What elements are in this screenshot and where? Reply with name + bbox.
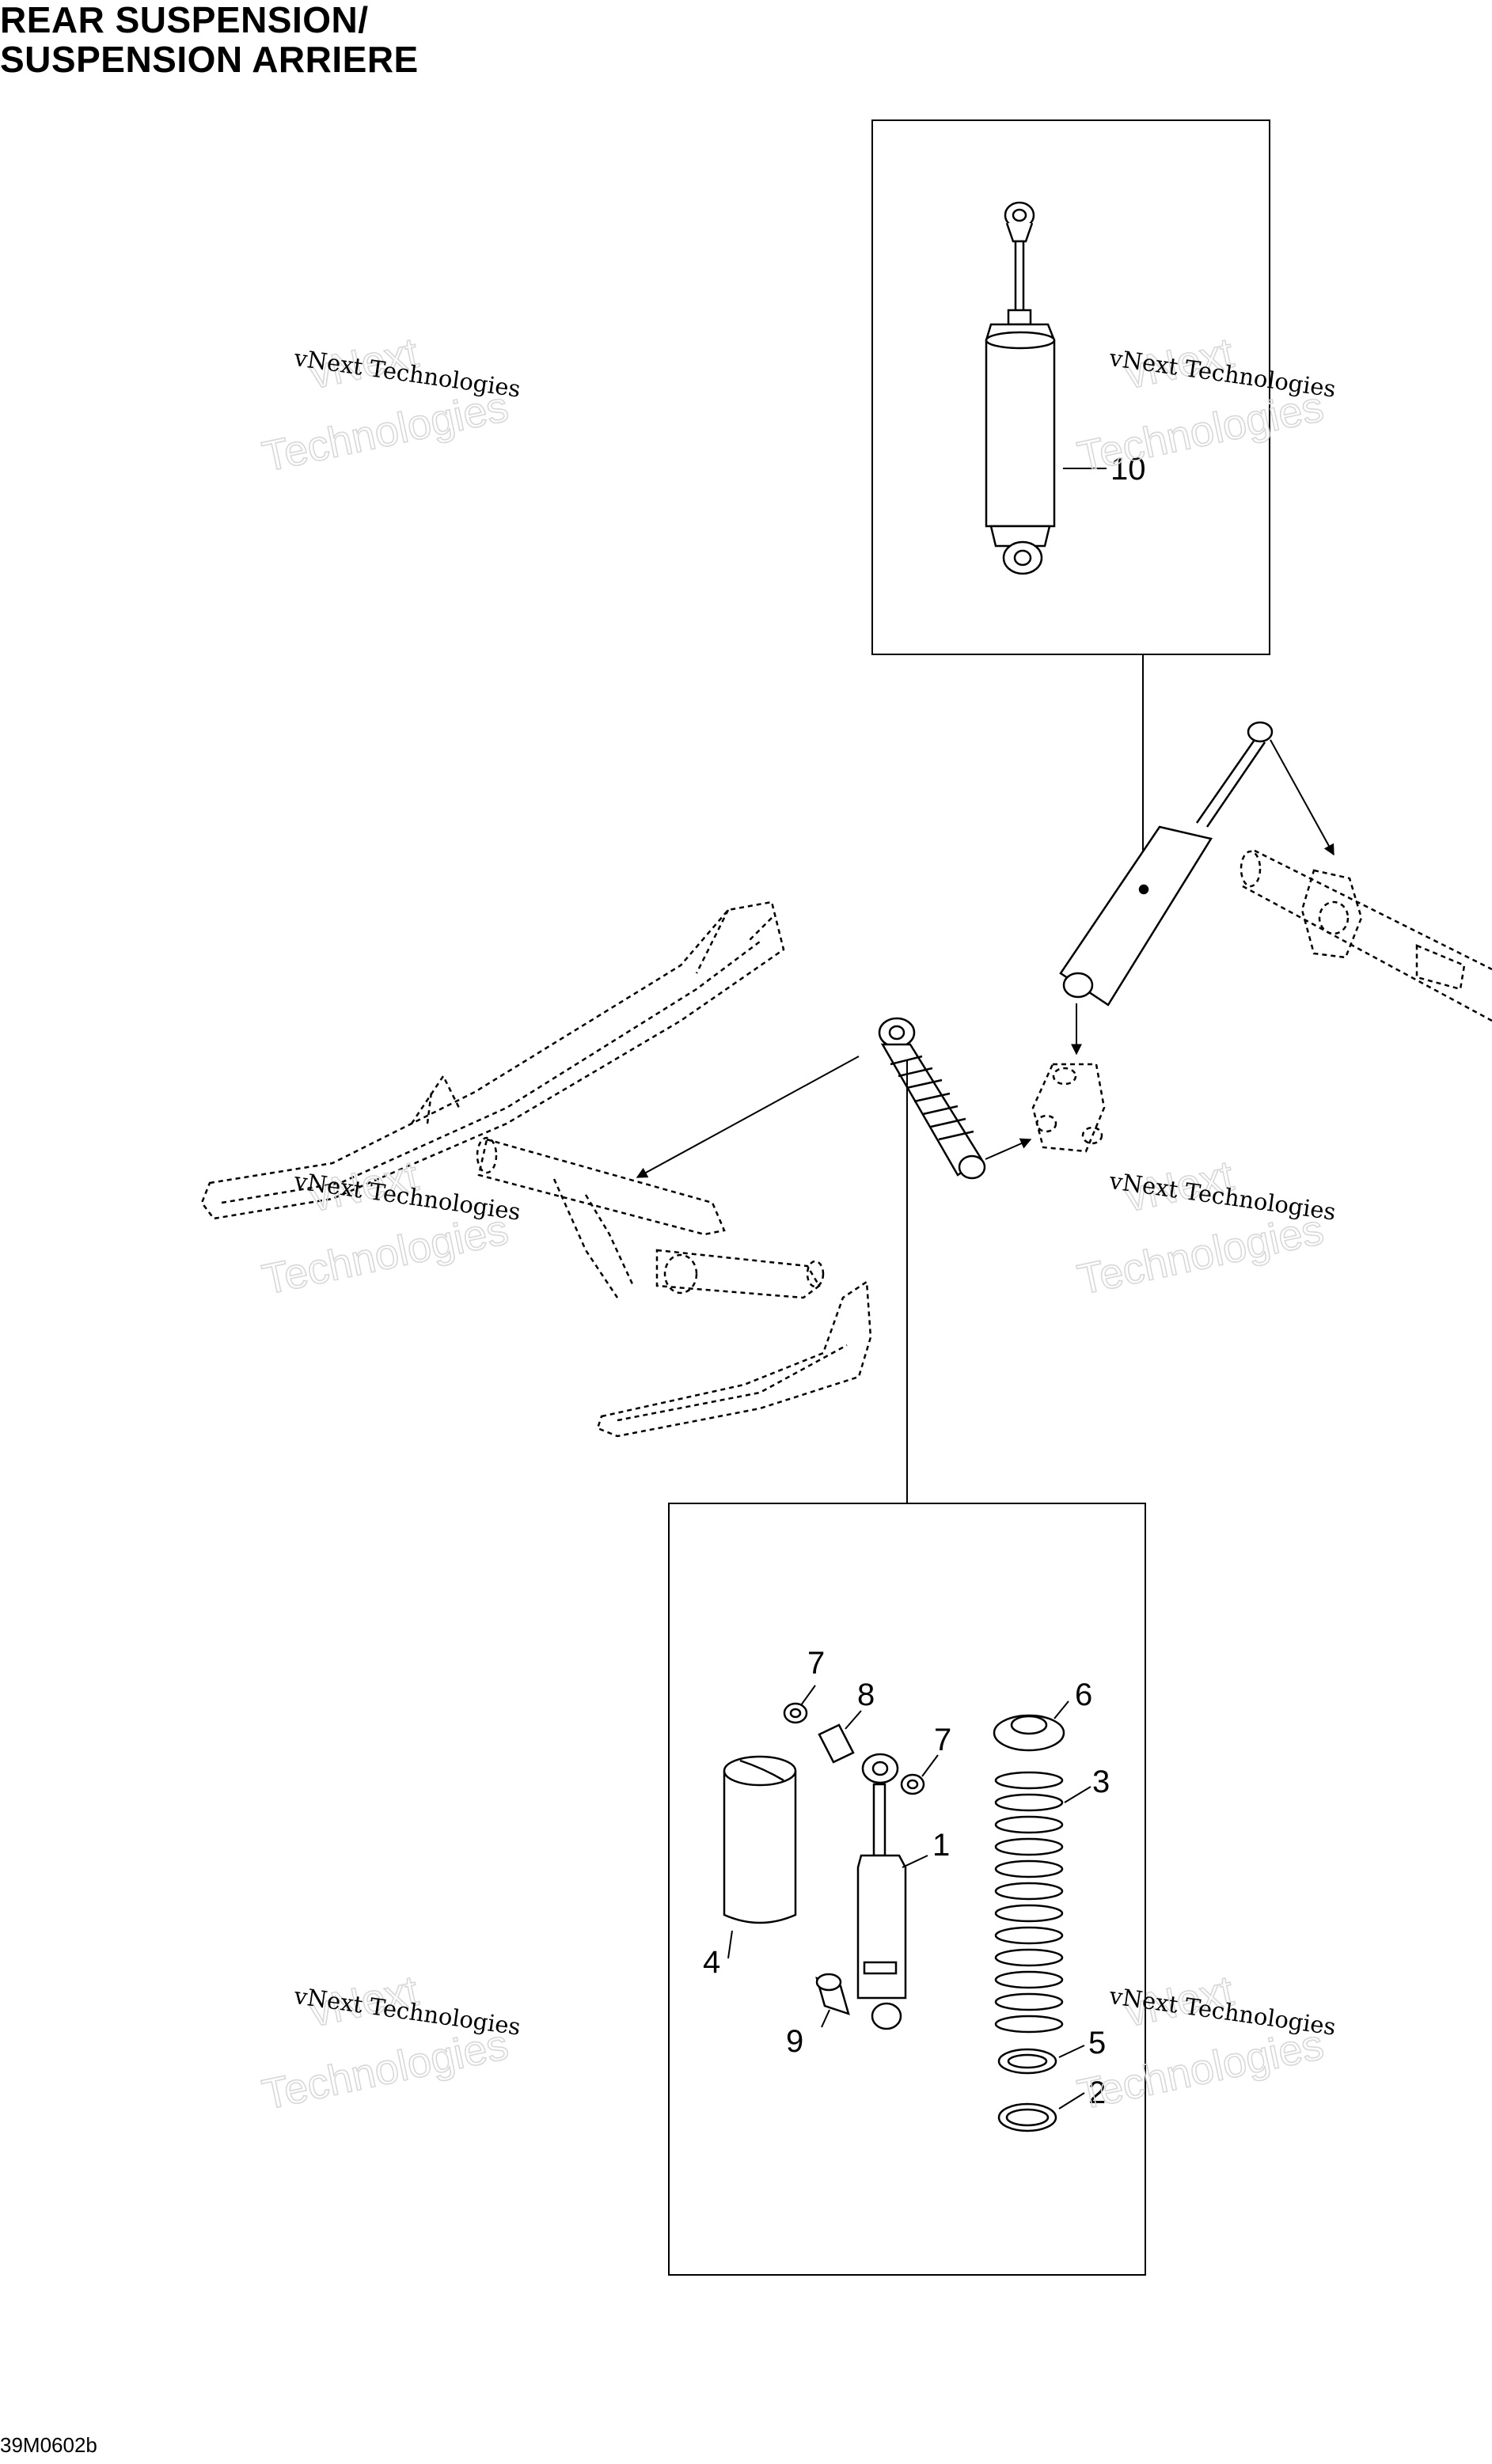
watermark-top-right: vNext Technologies vNext Technologies xyxy=(1073,328,1338,482)
leader-9 xyxy=(821,2009,830,2028)
svg-text:Technologies: Technologies xyxy=(1073,1206,1327,1304)
watermark-mid-right: vNext Technologies vNext Technologies xyxy=(1073,1151,1338,1305)
leader-3 xyxy=(1064,1786,1091,1803)
leader-7-upper xyxy=(800,1685,816,1706)
callout-8[interactable]: 8 xyxy=(857,1677,875,1712)
bushing-9[interactable] xyxy=(815,1973,850,2015)
shock-cover-4[interactable] xyxy=(723,1755,797,1924)
svg-text:Technologies: Technologies xyxy=(258,2021,512,2119)
right-slide-rail[interactable] xyxy=(596,1279,872,1438)
spring-seat-6[interactable] xyxy=(993,1714,1065,1752)
bushing-7-upper[interactable] xyxy=(783,1702,808,1724)
callout-6[interactable]: 6 xyxy=(1075,1677,1092,1712)
callout-7-lower[interactable]: 7 xyxy=(934,1723,951,1757)
leader-1 xyxy=(902,1855,928,1868)
callout-4[interactable]: 4 xyxy=(703,1945,720,1980)
svg-text:Technologies: Technologies xyxy=(258,1206,512,1304)
title-line-1: REAR SUSPENSION/ xyxy=(0,0,369,40)
coil-spring-3[interactable] xyxy=(994,1771,1064,2034)
leader-5 xyxy=(1058,2045,1085,2058)
left-slide-rail[interactable] xyxy=(200,900,785,1220)
leader-8 xyxy=(845,1710,862,1730)
callout-3[interactable]: 3 xyxy=(1092,1765,1110,1799)
installed-rear-coilover[interactable] xyxy=(878,1017,986,1180)
leader-6 xyxy=(1054,1700,1069,1719)
arrow-coilover-to-rear-arm xyxy=(636,1056,860,1178)
washer-5[interactable] xyxy=(997,2048,1057,2075)
arrow-coilover-to-linkage xyxy=(985,1138,1032,1160)
detail-box-coilover: 7 8 7 1 4 9 6 3 5 2 xyxy=(668,1503,1146,2276)
callout-7-upper[interactable]: 7 xyxy=(807,1646,825,1681)
watermark-bottom-left: vNext Technologies vNext Technologies xyxy=(258,1966,522,2120)
watermark-bottom-right: vNext Technologies vNext Technologies xyxy=(1073,1966,1338,2120)
detail-box-upper-shock: 10 xyxy=(871,119,1270,655)
page-title: REAR SUSPENSION/ SUSPENSION ARRIERE xyxy=(0,0,419,79)
rear-arm[interactable] xyxy=(476,1136,825,1299)
callout-2[interactable]: 2 xyxy=(1088,2075,1106,2110)
title-line-2: SUSPENSION ARRIERE xyxy=(0,39,419,80)
callout-10[interactable]: 10 xyxy=(1110,452,1146,487)
callout-9[interactable]: 9 xyxy=(786,2024,803,2059)
svg-text:Technologies: Technologies xyxy=(1073,383,1327,481)
installed-front-shock[interactable] xyxy=(1059,721,1274,1006)
leader-7-lower xyxy=(921,1754,939,1777)
rear-arm-pivot-shaft[interactable] xyxy=(1240,849,1492,1022)
arrow-to-pivot xyxy=(1270,739,1334,856)
watermark-top-left: vNext Technologies vNext Technologies xyxy=(258,328,522,482)
shock-absorber-10[interactable] xyxy=(985,201,1056,575)
leader-2 xyxy=(1058,2092,1085,2110)
callout-1[interactable]: 1 xyxy=(932,1828,950,1863)
svg-text:Technologies: Technologies xyxy=(1073,2021,1327,2119)
svg-text:Technologies: Technologies xyxy=(258,383,512,481)
linkage-block[interactable] xyxy=(1031,1063,1106,1153)
leader-4 xyxy=(727,1930,733,1959)
sleeve-8[interactable] xyxy=(818,1723,855,1764)
shock-absorber-1[interactable] xyxy=(856,1753,907,2030)
callout-5[interactable]: 5 xyxy=(1088,2026,1106,2060)
bushing-7-lower[interactable] xyxy=(900,1773,925,1795)
watermark-mid-left: vNext Technologies vNext Technologies xyxy=(258,1151,522,1305)
drawing-code: 39M0602b xyxy=(0,2433,97,2457)
ring-2[interactable] xyxy=(997,2102,1057,2132)
rear-suspension-assembly xyxy=(200,721,1492,1438)
